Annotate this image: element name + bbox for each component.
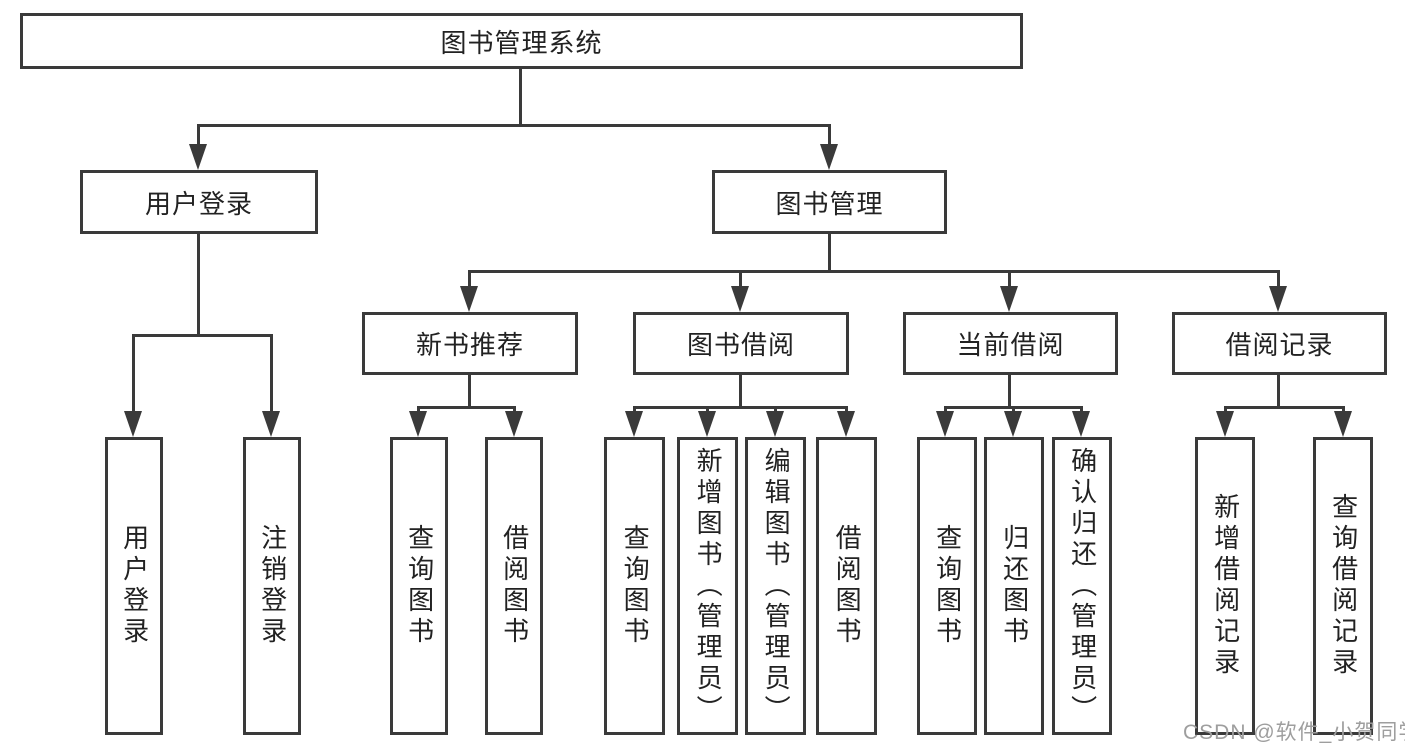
arrowhead-g5-1 <box>1216 411 1234 437</box>
connector-arm-borrow-records <box>1277 270 1280 290</box>
connector-arm-leaf-login <box>132 334 135 416</box>
arrowhead-current-borrowing <box>1000 286 1018 312</box>
node-book-borrowing: 图书借阅 <box>633 312 849 375</box>
arrowhead-new-book <box>460 286 478 312</box>
leaf-label: 查询借阅记录 <box>1328 493 1359 679</box>
arrowhead-g4-3 <box>1072 411 1090 437</box>
arrowhead-g5-2 <box>1334 411 1352 437</box>
connector-arm-g4-1 <box>944 406 947 415</box>
arrowhead-leaf-logout <box>262 411 280 437</box>
arrowhead-g3-1 <box>625 411 643 437</box>
node-system-root: 图书管理系统 <box>20 13 1023 69</box>
connector-current-borrowing-stub <box>1008 374 1011 409</box>
connector-book-mgmt-stub <box>828 232 831 273</box>
arrowhead-g3-2 <box>698 411 716 437</box>
arrowhead-leaf-login <box>124 411 142 437</box>
leaf-confirm-return-admin: 确认归还（管理员） <box>1052 437 1112 735</box>
leaf-label: 新增图书（管理员） <box>693 446 724 726</box>
connector-arm-book-borrowing <box>739 270 742 290</box>
leaf-return-books: 归还图书 <box>984 437 1044 735</box>
connector-user-login-bus <box>132 334 273 337</box>
connector-arm-user-login <box>197 124 200 150</box>
connector-arm-g2-1 <box>417 406 420 415</box>
connector-arm-g4-2 <box>1012 406 1015 415</box>
connector-arm-new-book <box>468 270 471 290</box>
leaf-edit-book-admin: 编辑图书（管理员） <box>745 437 806 735</box>
leaf-add-book-admin: 新增图书（管理员） <box>677 437 738 735</box>
arrowhead-book-management <box>820 144 838 170</box>
connector-level3-bus <box>468 270 1280 273</box>
node-borrow-records: 借阅记录 <box>1172 312 1387 375</box>
arrowhead-book-borrowing <box>731 286 749 312</box>
node-current-borrowing: 当前借阅 <box>903 312 1118 375</box>
connector-root-stub <box>519 68 522 127</box>
connector-book-borrowing-bus <box>633 406 848 409</box>
node-new-book-recommend: 新书推荐 <box>362 312 578 375</box>
arrowhead-borrow-records <box>1269 286 1287 312</box>
leaf-label: 借阅图书 <box>832 524 863 648</box>
connector-arm-g5-1 <box>1224 406 1227 415</box>
connector-arm-leaf-logout <box>270 334 273 416</box>
leaf-query-books-3: 查询图书 <box>917 437 977 735</box>
node-book-management: 图书管理 <box>712 170 947 234</box>
leaf-label: 编辑图书（管理员） <box>761 446 792 726</box>
connector-arm-g5-2 <box>1342 406 1345 415</box>
leaf-query-books-1: 查询图书 <box>390 437 448 735</box>
connector-arm-g3-1 <box>633 406 636 415</box>
leaf-label: 确认归还（管理员） <box>1067 446 1098 726</box>
arrowhead-g4-2 <box>1004 411 1022 437</box>
connector-book-borrowing-stub <box>739 374 742 409</box>
arrowhead-g2-2 <box>505 411 523 437</box>
leaf-add-borrow-record: 新增借阅记录 <box>1195 437 1255 735</box>
leaf-borrow-books-1: 借阅图书 <box>485 437 543 735</box>
connector-level2-bus <box>197 124 831 127</box>
leaf-label: 新增借阅记录 <box>1210 493 1241 679</box>
leaf-logout: 注销登录 <box>243 437 301 735</box>
leaf-label: 用户登录 <box>119 524 150 648</box>
leaf-label: 查询图书 <box>620 524 651 648</box>
leaf-label: 归还图书 <box>999 524 1030 648</box>
connector-borrow-records-stub <box>1277 374 1280 409</box>
connector-arm-g3-2 <box>706 406 709 415</box>
arrowhead-g4-1 <box>936 411 954 437</box>
csdn-watermark: CSDN @软件_小贺同学 <box>1183 721 1405 744</box>
arrowhead-g3-3 <box>766 411 784 437</box>
arrowhead-g3-4 <box>837 411 855 437</box>
connector-arm-g3-4 <box>845 406 848 415</box>
arrowhead-user-login <box>189 144 207 170</box>
leaf-label: 查询图书 <box>404 524 435 648</box>
leaf-label: 注销登录 <box>257 524 288 648</box>
connector-new-book-bus <box>417 406 516 409</box>
leaf-label: 查询图书 <box>932 524 963 648</box>
connector-arm-current-borrowing <box>1008 270 1011 290</box>
leaf-borrow-books-2: 借阅图书 <box>816 437 877 735</box>
leaf-label: 借阅图书 <box>499 524 530 648</box>
node-user-login: 用户登录 <box>80 170 318 234</box>
connector-arm-g2-2 <box>513 406 516 415</box>
arrowhead-g2-1 <box>409 411 427 437</box>
leaf-user-login: 用户登录 <box>105 437 163 735</box>
connector-arm-g4-3 <box>1080 406 1083 415</box>
connector-arm-g3-3 <box>774 406 777 415</box>
connector-new-book-stub <box>468 374 471 409</box>
connector-user-login-stub <box>197 232 200 337</box>
leaf-query-books-2: 查询图书 <box>604 437 665 735</box>
connector-borrow-records-bus <box>1224 406 1345 409</box>
connector-arm-book-management <box>828 124 831 150</box>
leaf-query-borrow-record: 查询借阅记录 <box>1313 437 1373 735</box>
